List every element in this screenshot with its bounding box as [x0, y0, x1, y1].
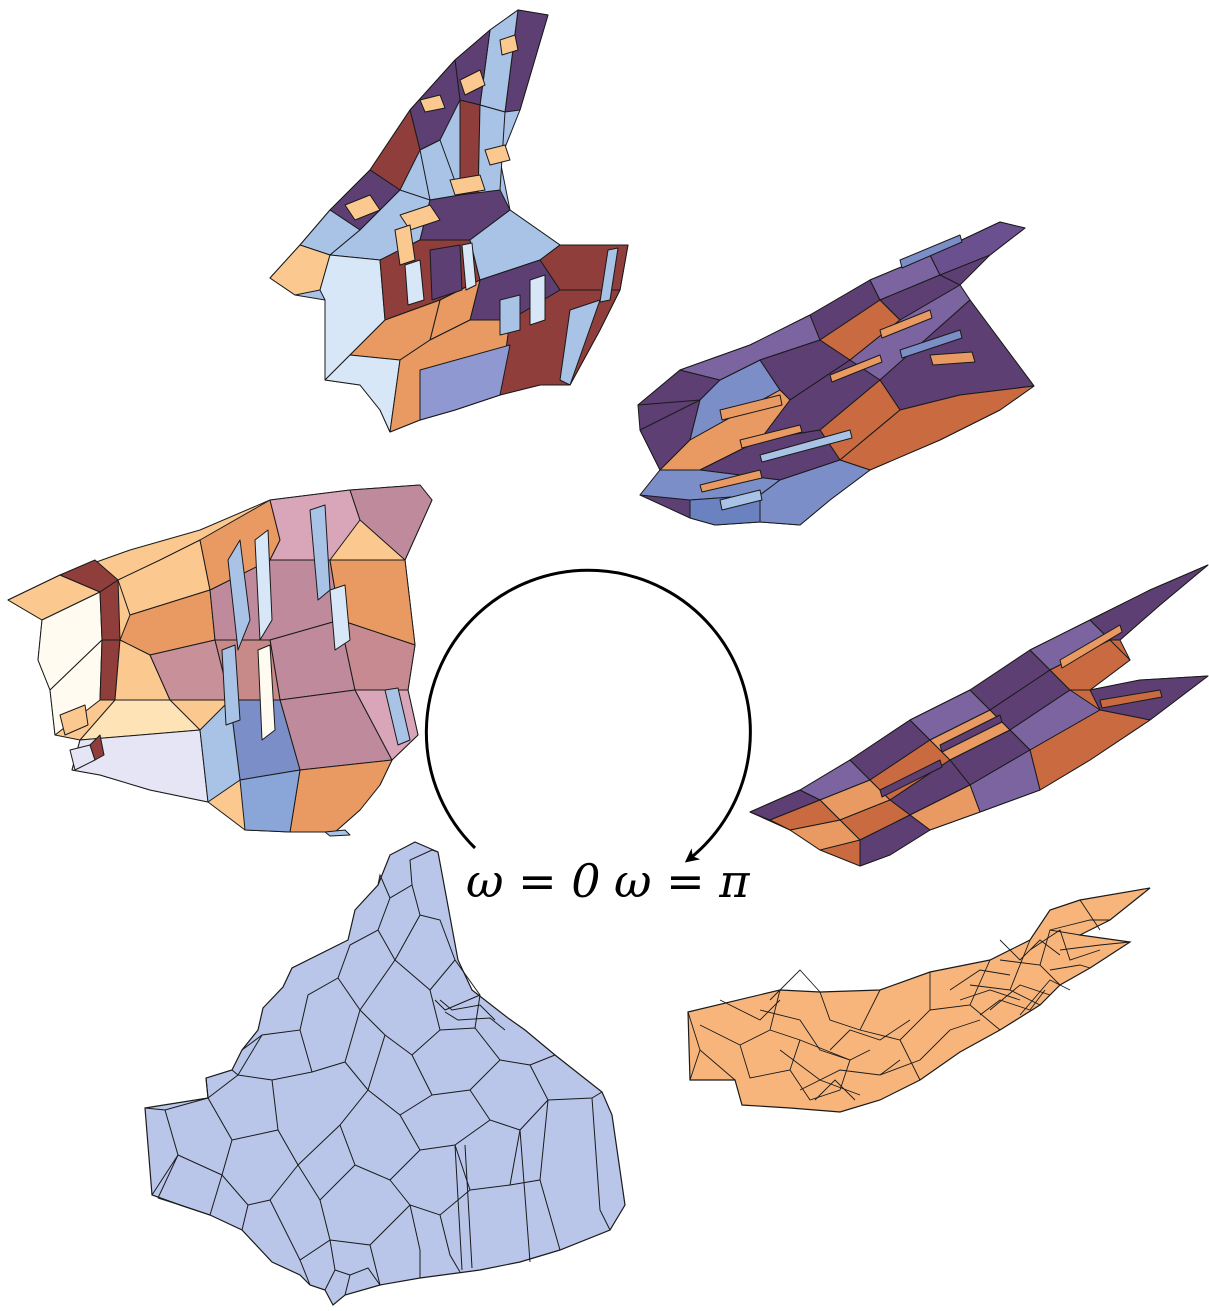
circular-arrow	[424, 568, 752, 863]
tiling-edges	[144, 849, 611, 1296]
origami-creases	[687, 899, 1131, 1101]
omega-zero-label: ω = 0	[466, 854, 601, 908]
folded-surface-left	[7, 484, 433, 837]
folded-surface-top-right	[637, 221, 1035, 526]
omega-pi-label: ω = π	[614, 854, 750, 908]
folded-surface-top-left	[269, 9, 629, 433]
folded-surface-right	[749, 564, 1209, 867]
flat-folded-origami	[687, 887, 1151, 1113]
flat-tiling	[144, 841, 626, 1306]
